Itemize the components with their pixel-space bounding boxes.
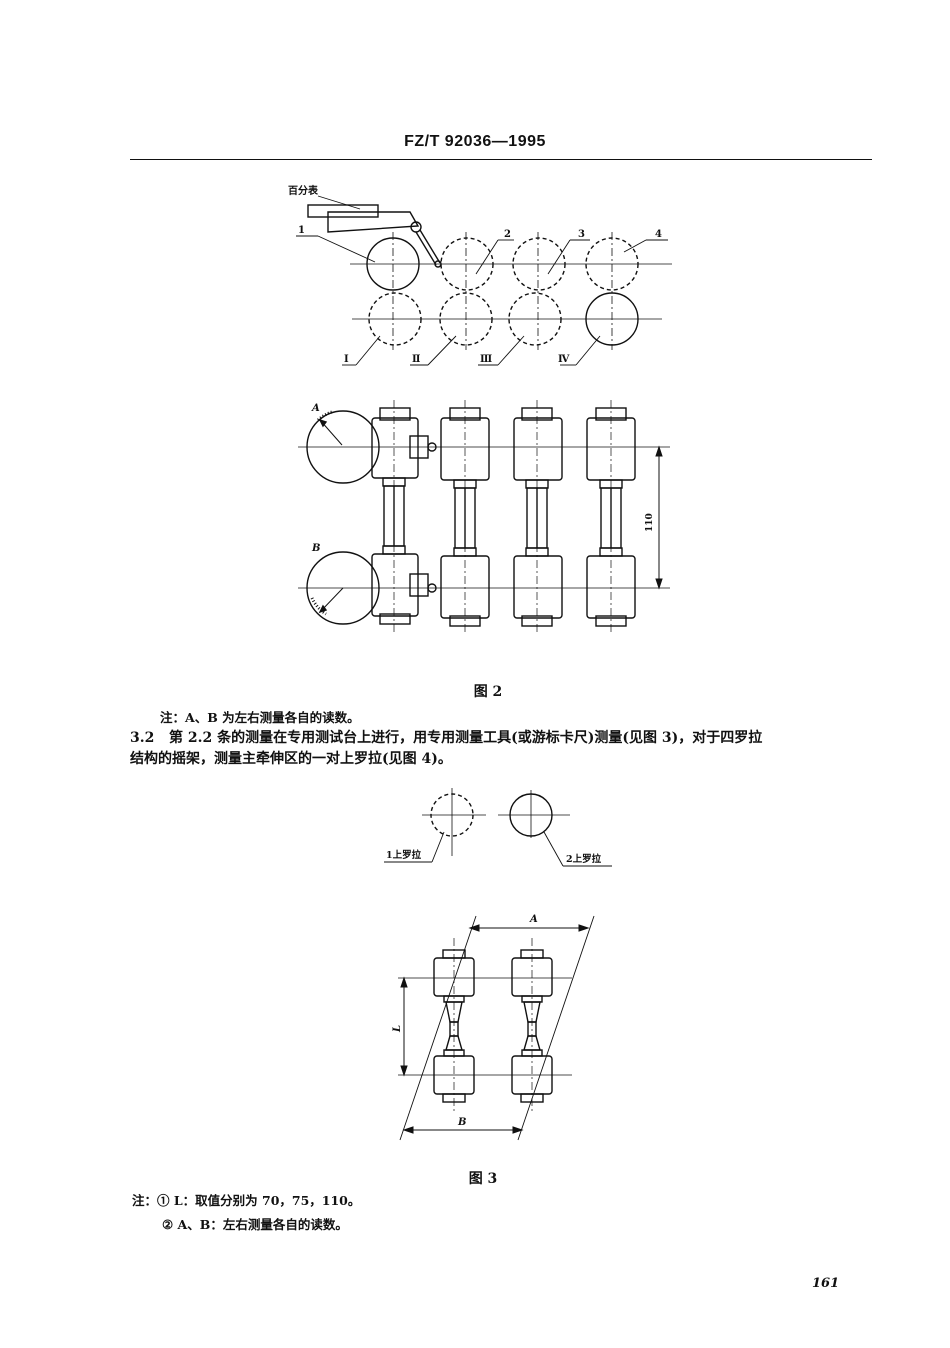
dimension-b-label: B	[457, 1117, 466, 1128]
section-text-line2: 结构的摇架，测量主牵伸区的一对上罗拉(见图 4)。	[130, 751, 452, 767]
roller-1-label: 1上罗拉	[386, 849, 422, 861]
document-code: FZ/T 92036—1995	[404, 133, 546, 150]
dial-a	[306, 410, 380, 484]
gauge-arm	[307, 195, 442, 268]
gauge-label: 百分表	[288, 184, 319, 197]
header-rule	[130, 159, 872, 160]
dial-a-label: A	[311, 403, 320, 414]
label-III: Ⅲ	[480, 354, 492, 365]
figure-2-caption: 图 2	[473, 684, 503, 700]
dimension-110-label: 110	[645, 513, 655, 532]
figure-2-schematic: 百分表 1 2 3 4 Ⅰ Ⅱ Ⅲ Ⅳ A B 110	[288, 184, 672, 635]
label-II: Ⅱ	[412, 354, 420, 365]
figure-3-caption: 图 3	[468, 1171, 498, 1187]
dimension-a	[468, 924, 590, 932]
figure-2-note: 注：A、B 为左右测量各自的读数。	[160, 710, 360, 725]
dimension-110	[655, 445, 663, 590]
label-I: Ⅰ	[344, 354, 349, 365]
dimension-b	[402, 1126, 524, 1134]
roller-2-label: 2上罗拉	[566, 853, 602, 865]
dimension-a-label: A	[529, 914, 538, 925]
figure-3-note-1: 注：① L：取值分别为 70，75，110。	[132, 1193, 361, 1208]
label-4: 4	[655, 229, 662, 240]
dial-b	[306, 551, 380, 625]
label-3: 3	[578, 229, 585, 240]
measured-rollers	[433, 949, 553, 1103]
label-IV: Ⅳ	[558, 354, 570, 365]
section-number: 3.2	[130, 730, 155, 746]
section-text-line1: 第 2.2 条的测量在专用测试台上进行，用专用测量工具(或游标卡尺)测量(见图 …	[168, 730, 763, 746]
section-3-2: 3.2 第 2.2 条的测量在专用测试台上进行，用专用测量工具(或游标卡尺)测量…	[130, 728, 875, 770]
figure-3-note-2: ② A、B：左右测量各自的读数。	[162, 1217, 348, 1232]
upper-roller-pair	[384, 788, 612, 867]
dial-b-label: B	[311, 543, 320, 554]
label-1: 1	[298, 225, 305, 236]
page-number: 161	[812, 1276, 840, 1291]
label-2: 2	[504, 229, 511, 240]
dimension-l-label: L	[392, 1025, 403, 1033]
dimension-l	[400, 976, 408, 1077]
